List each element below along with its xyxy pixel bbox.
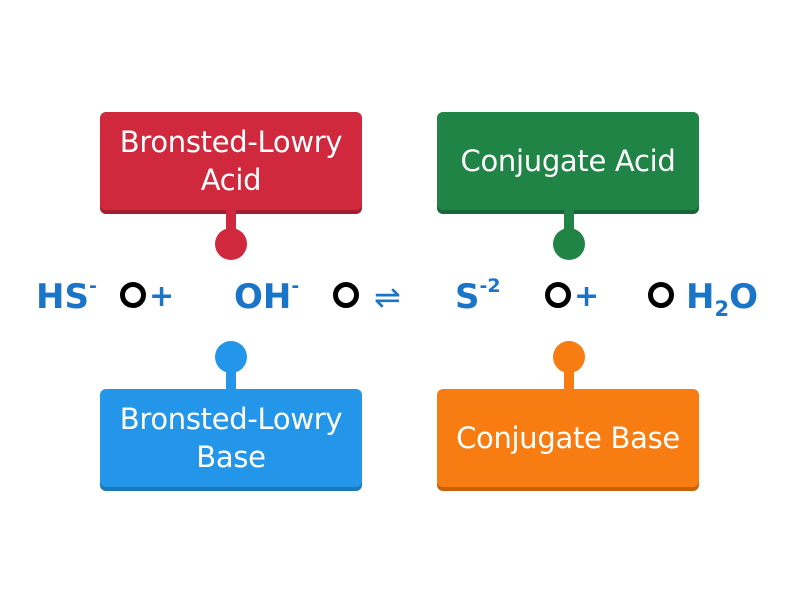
label-conjugate-acid[interactable]: Conjugate Acid: [437, 112, 699, 210]
label-bronsted-lowry-base[interactable]: Bronsted-Lowry Base: [100, 389, 362, 487]
conj-base-pin-stem: [564, 366, 574, 390]
label-text-line: Bronsted-Lowry: [119, 125, 343, 159]
label-text-line: Conjugate Base: [456, 421, 680, 455]
plus-sign: +: [149, 279, 175, 314]
label-conjugate-base[interactable]: Conjugate Base: [437, 389, 699, 487]
species-symbol: OH: [234, 277, 292, 317]
conj-acid-pin-stem: [564, 210, 574, 234]
species-symbol: H: [686, 277, 715, 317]
drop-target-3[interactable]: [545, 282, 571, 308]
species-symbol: O: [729, 277, 758, 317]
drop-target-2[interactable]: [333, 282, 359, 308]
label-bronsted-lowry-acid[interactable]: Bronsted-Lowry Acid: [100, 112, 362, 210]
species-sulfide: S-2: [455, 274, 501, 317]
plus-sign: +: [574, 279, 600, 314]
species-water: H2O: [686, 277, 758, 319]
species-hs-minus: HS-: [36, 274, 97, 317]
drop-target-1[interactable]: [120, 282, 146, 308]
label-text-line: Base: [196, 440, 266, 474]
species-charge: -: [88, 274, 97, 297]
acid-pin-dot[interactable]: [215, 228, 247, 260]
species-symbol: S: [455, 277, 480, 317]
species-oh-minus: OH-: [234, 274, 300, 317]
drop-target-4[interactable]: [648, 282, 674, 308]
equilibrium-arrow: ⇌: [374, 278, 401, 316]
acid-pin-stem: [226, 210, 236, 234]
conj-acid-pin-dot[interactable]: [553, 228, 585, 260]
species-charge: -2: [479, 274, 501, 297]
label-text-line: Conjugate Acid: [460, 144, 676, 178]
species-subscript: 2: [714, 296, 730, 321]
base-pin-stem: [226, 366, 236, 390]
species-charge: -: [291, 274, 300, 297]
label-text-line: Acid: [200, 163, 262, 197]
species-symbol: HS: [36, 277, 89, 317]
label-text-line: Bronsted-Lowry: [119, 402, 343, 436]
